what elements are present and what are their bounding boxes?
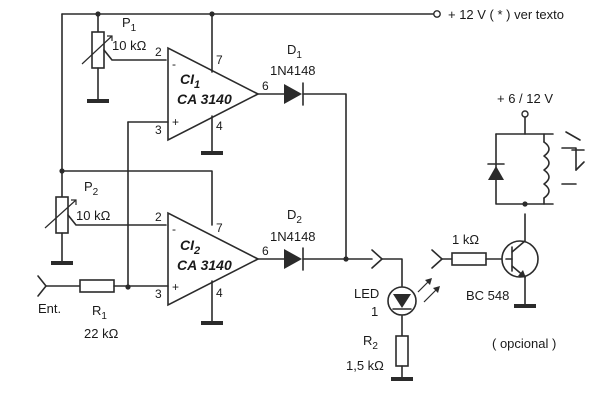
potentiometer-p1: P1 10 kΩ — [81, 13, 167, 103]
led-number: 1 — [371, 304, 378, 319]
relay-driver: 1 kΩ BC 548 + 6 / 12 V ( opcional ) — [431, 91, 585, 351]
r1-name: R1 — [92, 303, 107, 322]
ci1-pin-out: 6 — [262, 79, 269, 93]
ci2-pin-noninv: 3 — [155, 287, 162, 301]
ci1-name: CI1 — [180, 71, 200, 91]
p1-name: P1 — [122, 15, 137, 34]
ci2-minus-sign: - — [172, 222, 176, 236]
p2-value: 10 kΩ — [76, 208, 111, 223]
supply-label: + 12 V ( * ) ver texto — [448, 7, 564, 22]
relay-supply-label: + 6 / 12 V — [497, 91, 553, 106]
opamp-ci2: - + 2 3 7 4 6 CI2 CA 3140 — [155, 210, 269, 325]
ci2-name: CI2 — [180, 237, 200, 257]
ci2-pin-inv: 2 — [155, 210, 162, 224]
r2-value: 1,5 kΩ — [346, 358, 384, 373]
rb-value: 1 kΩ — [452, 232, 479, 247]
ci1-pin-gnd: 4 — [216, 119, 223, 133]
optional-label: ( opcional ) — [492, 336, 556, 351]
ci1-minus-sign: - — [172, 57, 176, 71]
led-name: LED — [354, 286, 379, 301]
d2-name: D2 — [287, 207, 302, 226]
r2-name: R2 — [363, 333, 378, 352]
diode-d1: D1 1N4148 — [257, 42, 347, 260]
r1-value: 22 kΩ — [84, 326, 119, 341]
ci2-pin-out: 6 — [262, 244, 269, 258]
left-rail — [59, 13, 65, 198]
d1-part: 1N4148 — [270, 63, 316, 78]
ci2-part: CA 3140 — [177, 257, 232, 273]
input-wiring — [61, 121, 213, 288]
ci2-plus-sign: + — [172, 280, 179, 294]
input-r1: Ent. R1 22 kΩ — [37, 275, 169, 341]
ci1-pin-vcc: 7 — [216, 53, 223, 67]
led-branch: LED 1 R2 1,5 kΩ — [346, 249, 440, 381]
potentiometer-p2: P2 10 kΩ — [44, 179, 167, 265]
input-label: Ent. — [38, 301, 61, 316]
d2-part: 1N4148 — [270, 229, 316, 244]
p2-name: P2 — [84, 179, 99, 198]
ci1-plus-sign: + — [172, 115, 179, 129]
d1-name: D1 — [287, 42, 302, 61]
diode-d2: D2 1N4148 — [257, 207, 373, 271]
ci2-pin-vcc: 7 — [216, 221, 223, 235]
p1-value: 10 kΩ — [112, 38, 147, 53]
ci1-pin-inv: 2 — [155, 45, 162, 59]
opamp-ci1: - + 2 3 7 4 6 CI1 CA 3140 — [127, 13, 269, 155]
ci1-part: CA 3140 — [177, 91, 232, 107]
ci1-pin-noninv: 3 — [155, 123, 162, 137]
transistor-part: BC 548 — [466, 288, 509, 303]
ci2-pin-gnd: 4 — [216, 286, 223, 300]
supply-rail: + 12 V ( * ) ver texto — [61, 7, 564, 22]
